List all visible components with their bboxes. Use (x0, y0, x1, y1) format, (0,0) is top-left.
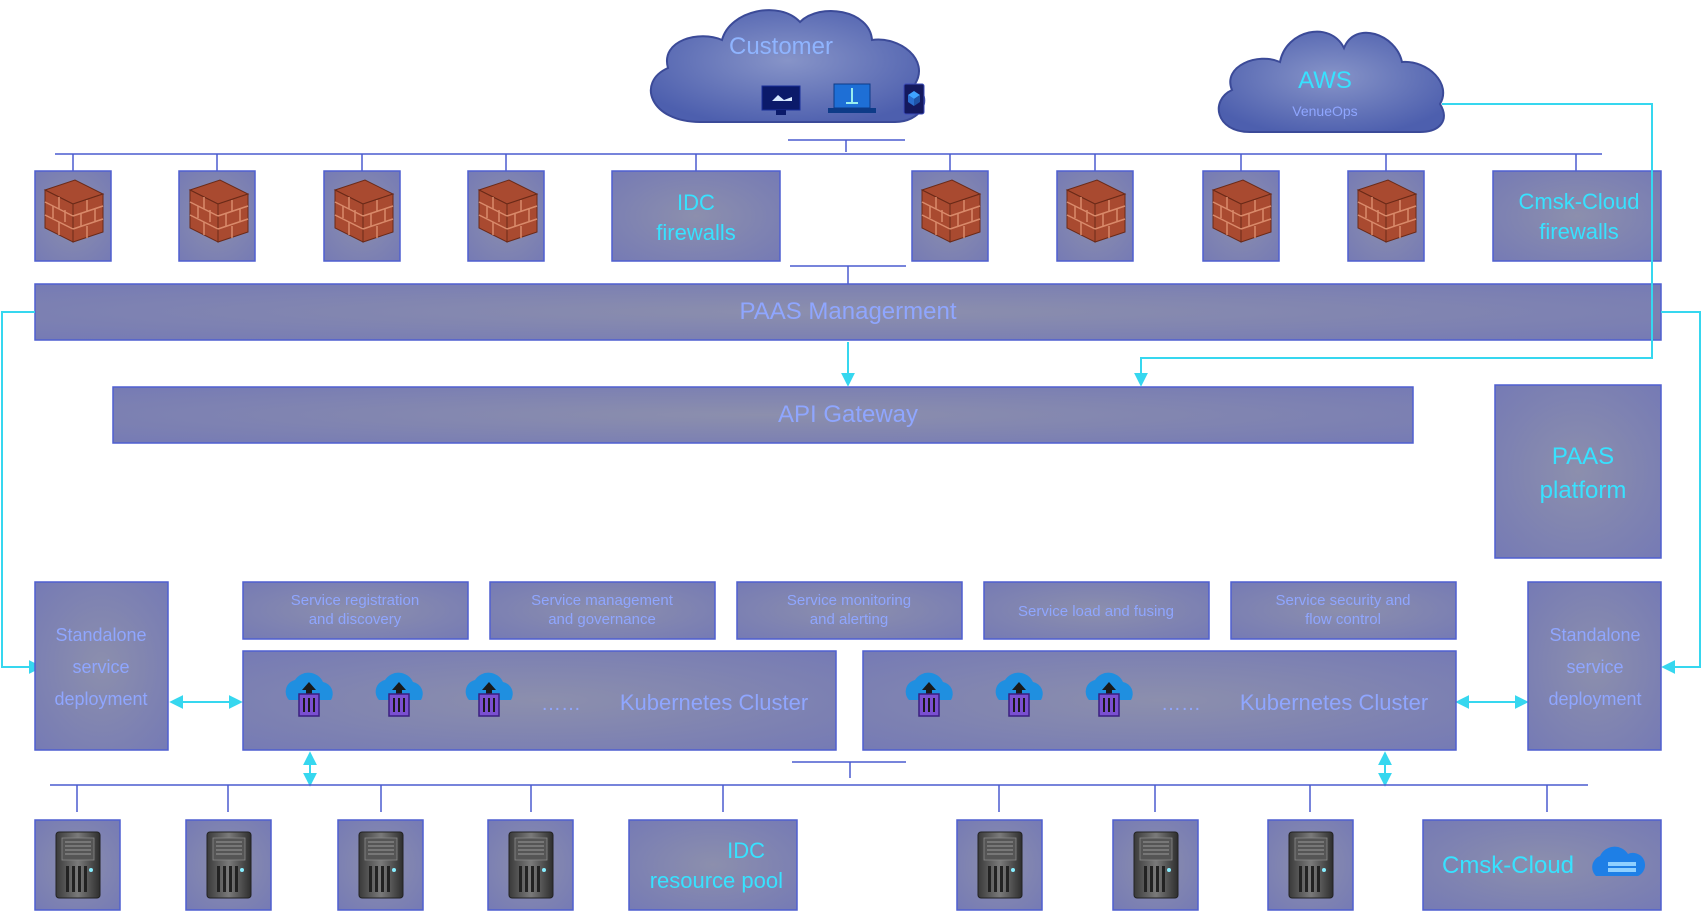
k8s-cluster-left (242, 650, 837, 751)
paas-management-label: PAAS Managerment (740, 298, 957, 325)
capability-line2: flow control (1305, 611, 1381, 628)
laptop-icon (828, 83, 876, 113)
firewall-icon (189, 179, 249, 243)
cloud-firewalls-line2: firewalls (1539, 219, 1618, 244)
standalone-right-line2: service (1566, 657, 1623, 677)
firewall-icon (44, 179, 104, 243)
server-icon (508, 831, 554, 899)
capability-line1: Service load and fusing (1018, 603, 1174, 620)
resource-bus (50, 784, 1588, 812)
capability-box (489, 581, 716, 640)
capability-box (736, 581, 963, 640)
k8s-ellipsis: …… (1161, 693, 1201, 715)
standalone-left-line1: Standalone (55, 625, 146, 645)
k8s-cluster-label: Kubernetes Cluster (1240, 690, 1428, 715)
standalone-left-box (34, 581, 169, 751)
paas-platform-line2: platform (1540, 477, 1627, 504)
firewall-bus (55, 153, 1602, 171)
aws-cloud: AWS VenueOps (1217, 30, 1445, 133)
standalone-right-line1: Standalone (1549, 625, 1640, 645)
paas-platform-line1: PAAS (1552, 443, 1614, 470)
cmsk-cloud-firewalls-box (1492, 170, 1662, 262)
idc-firewalls-line2: firewalls (656, 220, 735, 245)
capability-box (1230, 581, 1457, 640)
standalone-left-line3: deployment (54, 689, 147, 709)
capability-row: Service registration and discovery Servi… (242, 581, 1457, 640)
customer-label: Customer (729, 33, 833, 60)
server-icon (977, 831, 1023, 899)
server-icon (206, 831, 252, 899)
firewall-icon (1357, 179, 1417, 243)
aws-sublabel: VenueOps (1292, 103, 1357, 119)
server-icon (1288, 831, 1334, 899)
capability-line1: Service security and (1275, 592, 1410, 609)
paas-management-bar (34, 283, 1662, 341)
cmsk-cloud-label: Cmsk-Cloud (1442, 852, 1574, 879)
cluster-to-bus-connector (792, 761, 906, 778)
idc-resource-pool-box (628, 819, 798, 911)
firewall-icon (921, 179, 981, 243)
capability-line2: and alerting (810, 611, 888, 628)
customer-cloud: Customer (649, 9, 926, 123)
k8s-cluster-label: Kubernetes Cluster (620, 690, 808, 715)
k8s-cluster-right (862, 650, 1457, 751)
customer-connector (788, 139, 905, 152)
server-row (34, 819, 1662, 911)
standalone-right-box (1527, 581, 1662, 751)
aws-label: AWS (1298, 67, 1352, 94)
firewall-icon (1212, 179, 1272, 243)
monitor-icon (761, 85, 801, 115)
idc-resource-pool-line2: resource pool (650, 868, 783, 893)
server-icon (55, 831, 101, 899)
firewall-icon (334, 179, 394, 243)
api-gateway-bar (112, 386, 1414, 444)
firewall-row (34, 170, 1662, 262)
server-icon (1133, 831, 1179, 899)
firewall-icon (478, 179, 538, 243)
capability-box (983, 581, 1210, 640)
standalone-right-line3: deployment (1548, 689, 1641, 709)
capability-line1: Service monitoring (787, 592, 911, 609)
idc-firewalls-line1: IDC (677, 190, 715, 215)
idc-resource-pool-line1: IDC (727, 838, 765, 863)
k8s-ellipsis: …… (541, 693, 581, 715)
server-icon (358, 831, 404, 899)
idc-firewalls-box (611, 170, 781, 262)
capability-line2: and discovery (309, 611, 402, 628)
firewall-to-paas-connector (790, 265, 906, 284)
capability-box (242, 581, 469, 640)
cyan-connectors (1, 103, 1701, 787)
capability-line1: Service management (531, 592, 674, 609)
api-gateway-label: API Gateway (778, 401, 918, 428)
capability-line2: and governance (548, 611, 656, 628)
firewall-icon (1066, 179, 1126, 243)
tablet-icon (903, 83, 925, 115)
capability-line1: Service registration (291, 592, 419, 609)
standalone-left-line2: service (72, 657, 129, 677)
cloud-firewalls-line1: Cmsk-Cloud (1518, 189, 1639, 214)
azure-cloud-icon (1592, 846, 1646, 876)
paas-platform-box (1494, 384, 1662, 559)
